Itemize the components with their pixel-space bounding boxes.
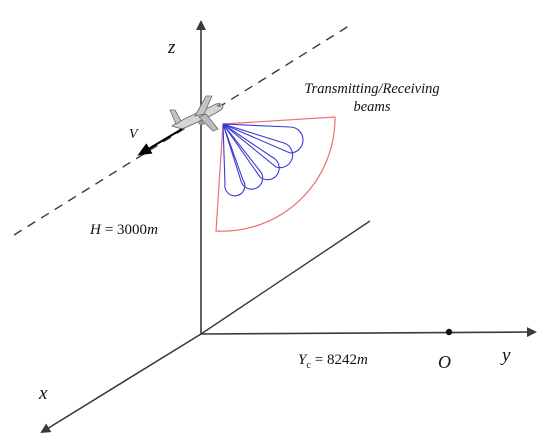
ground-track-line [200,220,371,335]
velocity-label: V [129,127,139,142]
x-axis-label: x [38,383,48,404]
beams-label-line2: beams [353,99,390,115]
flight-path-dashed-line [13,23,353,236]
height-value: = 3000 [105,222,147,238]
height-label: H= 3000m [89,222,158,238]
range-unit: m [357,352,368,368]
origin-label: O [438,352,451,372]
height-symbol: H [89,222,102,238]
y-axis [200,327,537,338]
beam-lobe-4 [222,123,264,190]
z-axis-label: z [167,37,176,58]
range-label: Yc = 8242m [298,352,368,371]
range-value: = 8242 [315,352,357,368]
beam-lobe-5 [222,123,246,197]
aircraft-icon [169,95,224,132]
beam-lobes [222,123,304,197]
velocity-arrow [137,128,183,156]
range-symbol: Y [298,352,308,368]
beam-coverage-sector [215,116,336,232]
beams-label-line1: Transmitting/Receiving [304,81,439,97]
beam-lobe-3 [222,123,280,181]
range-subscript: c [306,360,311,371]
y-axis-label: y [500,345,511,366]
x-axis [40,333,202,434]
height-unit: m [147,222,158,238]
origin-point [445,328,453,336]
